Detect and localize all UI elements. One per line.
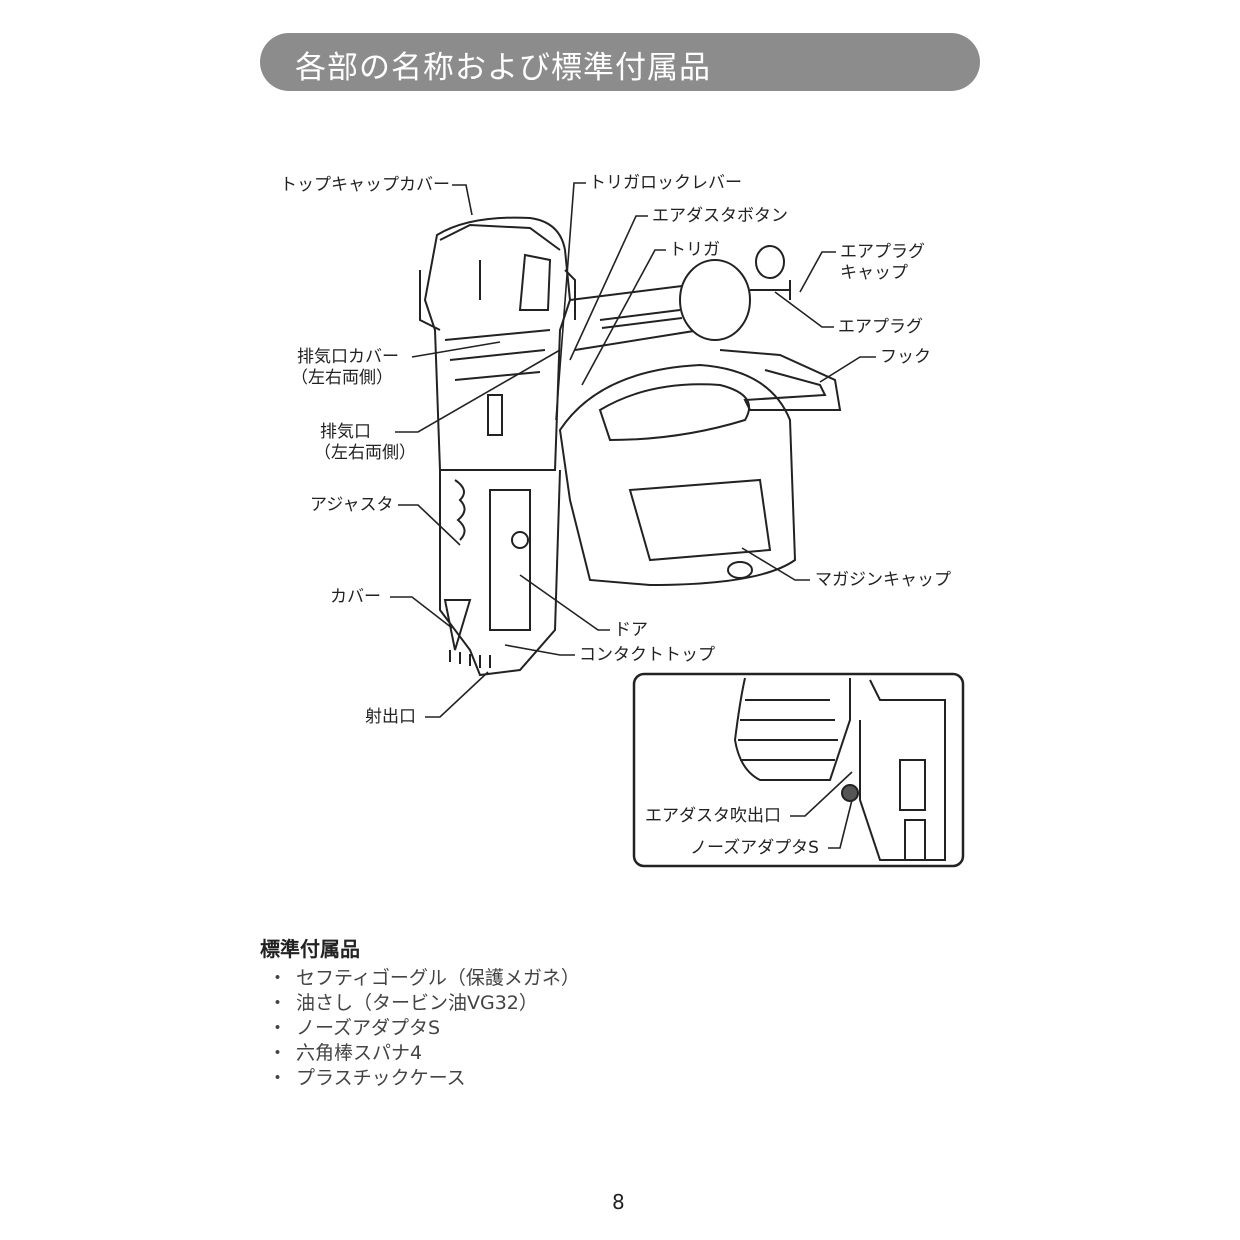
accessories-list: ・セフティゴーグル（保護メガネ） ・油さし（タービン油VG32） ・ノーズアダプ… xyxy=(268,966,580,1091)
list-item: ・プラスチックケース xyxy=(268,1066,580,1091)
label-ejection-port: 射出口 xyxy=(365,707,416,727)
bullet: ・ xyxy=(268,992,288,1014)
label-line: キャップ xyxy=(840,263,908,283)
accessories-heading: 標準付属品 xyxy=(260,937,360,961)
label-line: （左右両側） xyxy=(291,368,393,388)
label-line: エアプラグ xyxy=(840,242,925,262)
label-door: ドア xyxy=(614,620,648,640)
label-magazine-cap: マガジンキャップ xyxy=(815,570,951,590)
bullet: ・ xyxy=(268,1017,288,1039)
label-hook: フック xyxy=(880,347,931,367)
label-exhaust: 排気口 （左右両側） xyxy=(314,422,416,464)
item-text: セフティゴーグル（保護メガネ） xyxy=(296,967,580,989)
list-item: ・セフティゴーグル（保護メガネ） xyxy=(268,966,580,991)
list-item: ・油さし（タービン油VG32） xyxy=(268,991,580,1016)
label-line: 排気口 xyxy=(320,422,371,442)
label-air-duster-button: エアダスタボタン xyxy=(652,206,788,226)
item-text: ノーズアダプタS xyxy=(296,1017,441,1039)
item-text: 油さし（タービン油VG32） xyxy=(296,992,538,1014)
label-exhaust-cover: 排気口カバー （左右両側） xyxy=(291,347,399,389)
bullet: ・ xyxy=(268,1067,288,1089)
bullet: ・ xyxy=(268,967,288,989)
bullet: ・ xyxy=(268,1042,288,1064)
item-text: 六角棒スパナ4 xyxy=(296,1042,423,1064)
section-title: 各部の名称および標準付属品 xyxy=(295,50,711,86)
list-item: ・六角棒スパナ4 xyxy=(268,1041,580,1066)
list-item: ・ノーズアダプタS xyxy=(268,1016,580,1041)
label-contact-top: コンタクトトップ xyxy=(579,645,715,665)
label-line: （左右両側） xyxy=(314,443,416,463)
label-trigger: トリガ xyxy=(669,240,720,260)
item-text: プラスチックケース xyxy=(296,1067,466,1089)
label-adjuster: アジャスタ xyxy=(310,495,394,515)
section-header: 各部の名称および標準付属品 xyxy=(260,33,980,91)
label-line: 排気口カバー xyxy=(297,347,399,367)
page-number: 8 xyxy=(612,1190,625,1214)
label-trigger-lock-lever: トリガロックレバー xyxy=(589,173,742,193)
label-air-plug-cap: エアプラグ キャップ xyxy=(840,242,925,284)
label-nose-adapter: ノーズアダプタS xyxy=(690,838,819,858)
label-cover: カバー xyxy=(330,587,381,607)
label-top-cap-cover: トップキャップカバー xyxy=(280,175,450,195)
label-air-plug: エアプラグ xyxy=(838,317,923,337)
label-air-duster-outlet: エアダスタ吹出口 xyxy=(645,806,781,826)
